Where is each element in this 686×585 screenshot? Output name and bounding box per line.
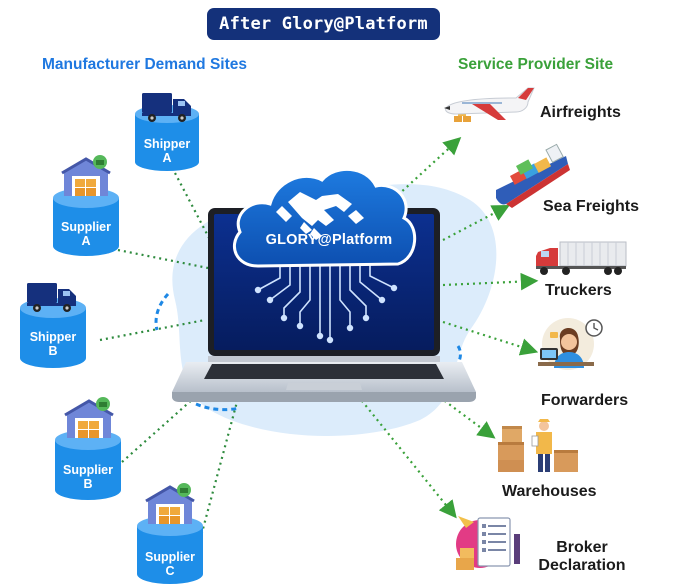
shipper-a-name: Shipper (143, 137, 191, 151)
shipper-a-letter: A (162, 151, 172, 165)
service-provider-site-header: Service Provider Site (458, 56, 614, 73)
manufacturer-demand-sites-header: Manufacturer Demand Sites (42, 56, 247, 73)
warehouse-icon (64, 397, 114, 438)
arrow-broker-declaration (357, 395, 457, 519)
dashed-accent-left (154, 292, 170, 331)
airplane-icon (444, 87, 535, 122)
semi-truck-icon (536, 241, 627, 275)
connector-supplier-c (198, 397, 240, 541)
truck-icon (142, 93, 191, 122)
supplier-a-letter: A (81, 234, 91, 248)
supplier-a-label: Supplier A (46, 220, 126, 248)
circuit-lines (254, 262, 398, 344)
supplier-b-letter: B (83, 477, 93, 491)
shipper-b-letter: B (48, 344, 58, 358)
shipper-b-label: Shipper B (13, 330, 93, 358)
left-connectors (99, 172, 240, 541)
warehouse-worker-icon (498, 419, 578, 472)
platform-name-label: GLORY@Platform (265, 232, 393, 248)
shipper-b-name: Shipper (29, 330, 77, 344)
truckers-label: Truckers (545, 282, 612, 299)
customs-document-icon (456, 516, 520, 570)
connector-supplier-b (121, 381, 213, 463)
supplier-c-name: Supplier (144, 550, 195, 564)
arrow-forwarders (442, 320, 539, 356)
diagram-title: After Glory@Platform (207, 8, 440, 40)
warehouse-icon (145, 483, 195, 524)
warehouse-icon (61, 155, 111, 196)
supplier-a-name: Supplier (60, 220, 111, 234)
supplier-b-label: Supplier B (48, 463, 128, 491)
call-center-agent-icon (538, 318, 603, 370)
handshake-icon (276, 192, 364, 240)
dashed-accent-bottom (195, 402, 241, 412)
truck-icon (27, 283, 76, 312)
arrow-airfreights (397, 137, 462, 196)
cargo-ship-icon (496, 143, 570, 208)
broker-declaration-label: Broker Declaration (538, 539, 626, 574)
supplier-c-label: Supplier C (130, 550, 210, 578)
forwarders-label: Forwarders (541, 392, 629, 409)
supplier-b-name: Supplier (62, 463, 113, 477)
airfreights-label: Airfreights (540, 104, 621, 121)
sea-freights-label: Sea Freights (543, 198, 640, 215)
supplier-c-letter: C (165, 564, 175, 578)
warehouses-label: Warehouses (502, 483, 597, 500)
shipper-a-label: Shipper A (127, 137, 207, 165)
